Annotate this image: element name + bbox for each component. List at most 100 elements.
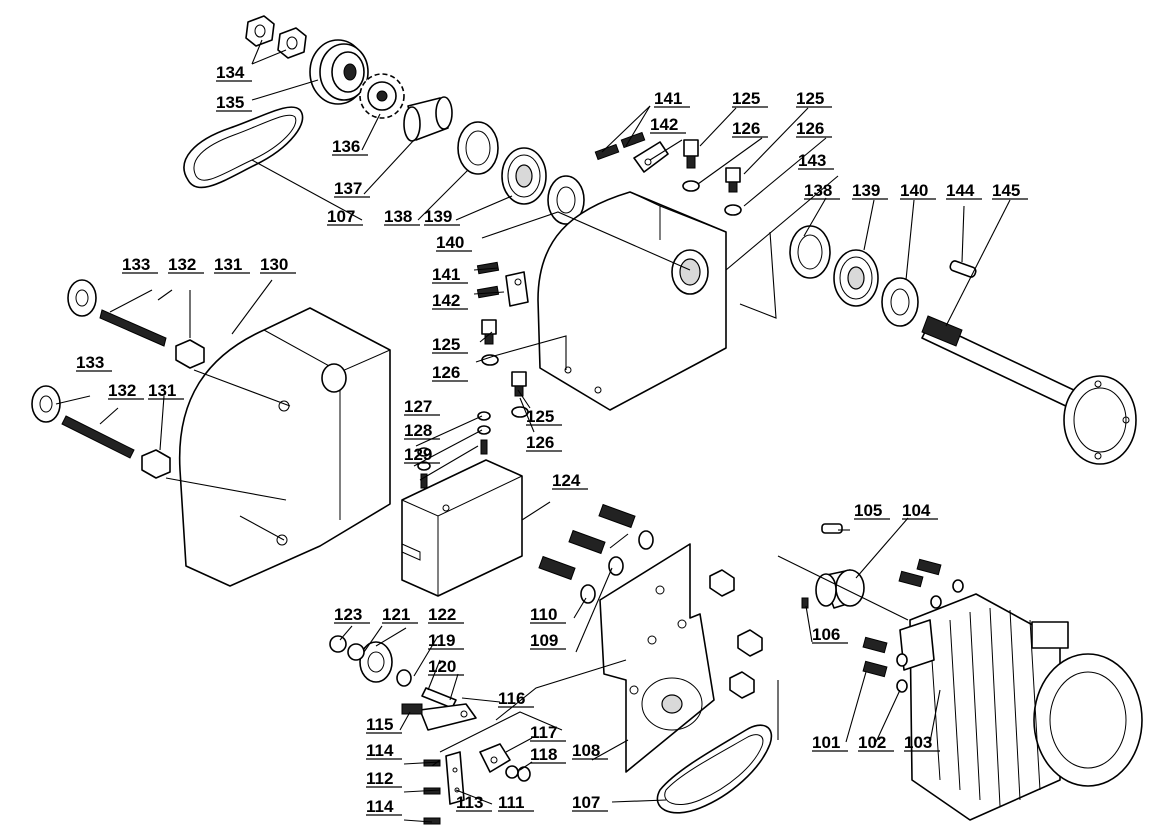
callout-125-b: 125: [796, 89, 824, 108]
callout-114-b: 114: [366, 797, 394, 816]
callout-129: 129: [404, 445, 432, 464]
callout-120: 120: [428, 657, 456, 676]
callout-124: 124: [552, 471, 581, 490]
bolts-101: [862, 558, 942, 678]
fasteners-127-129: [417, 411, 491, 489]
clamp-142-upper: [633, 141, 669, 173]
callout-131-upper: 131: [214, 255, 242, 274]
callout-104: 104: [902, 501, 931, 520]
callout-125-c: 125: [432, 335, 460, 354]
callout-126-c: 126: [432, 363, 460, 382]
callout-105: 105: [854, 501, 882, 520]
callout-142-mid: 142: [432, 291, 460, 310]
callout-142-upper: 142: [650, 115, 678, 134]
bushing-137: [403, 96, 453, 142]
callout-115: 115: [366, 715, 393, 734]
washer-138-right: [789, 225, 831, 279]
pulley-135: [309, 39, 369, 105]
bolts-110: [538, 503, 636, 581]
callout-119: 119: [428, 631, 455, 650]
key-105: [821, 523, 843, 534]
nut-131-upper: [175, 339, 205, 369]
callout-131-lower: 131: [148, 381, 176, 400]
bearing-139-right: [833, 249, 879, 307]
callout-106: 106: [812, 625, 840, 644]
callout-102: 102: [858, 733, 886, 752]
callout-141-upper: 141: [654, 89, 682, 108]
callout-112: 112: [366, 769, 393, 788]
callout-132-lower: 132: [108, 381, 136, 400]
bracket-116: [419, 703, 477, 731]
pulley-121-122: [329, 635, 412, 687]
callout-139-right: 139: [852, 181, 880, 200]
callout-133-upper: 133: [122, 255, 150, 274]
bolt-125-mid-a: [481, 319, 499, 366]
callout-118: 118: [530, 745, 557, 764]
callout-141-mid: 141: [432, 265, 460, 284]
nut-134-a: [245, 15, 275, 47]
washer-133-upper: [67, 279, 97, 317]
drive-belt-lower: [656, 724, 773, 814]
callout-128: 128: [404, 421, 432, 440]
bolt-132-lower: [61, 415, 135, 459]
callout-111: 111: [498, 793, 525, 812]
callout-108: 108: [572, 741, 600, 760]
callout-139-upper: 139: [424, 207, 452, 226]
washer-138-upper: [457, 121, 499, 175]
callout-126-a: 126: [732, 119, 760, 138]
nut-134-b: [277, 27, 307, 59]
callout-122: 122: [428, 605, 456, 624]
callout-137: 137: [334, 179, 362, 198]
screws-112-114: [423, 759, 441, 825]
callout-138-upper: 138: [384, 207, 412, 226]
drive-belt-upper: [183, 106, 304, 189]
washer-133-lower: [31, 385, 61, 423]
motor-103: [899, 593, 1143, 821]
callout-103: 103: [904, 733, 932, 752]
block-111: [479, 743, 511, 773]
callout-125-a: 125: [732, 89, 760, 108]
callout-136: 136: [332, 137, 360, 156]
bolt-125-upper-a: [682, 139, 700, 192]
mounting-plate-108: [599, 543, 715, 773]
callout-140-upper: 140: [436, 233, 464, 252]
nut-131-lower: [141, 449, 171, 479]
set-screw-106: [801, 597, 809, 609]
callout-107-upper: 107: [327, 207, 355, 226]
callout-107-lower: 107: [572, 793, 600, 812]
callout-123: 123: [334, 605, 362, 624]
callout-117: 117: [530, 723, 557, 742]
key-144: [949, 260, 977, 278]
clamp-142-mid: [505, 271, 529, 307]
sprocket-136: [359, 73, 405, 119]
nuts-plate: [709, 569, 763, 699]
callout-126-d: 126: [526, 433, 554, 452]
block-124: [401, 459, 523, 597]
callout-126-b: 126: [796, 119, 824, 138]
nut-117-118: [505, 765, 531, 782]
washer-140-right: [881, 277, 919, 327]
callout-135: 135: [216, 93, 244, 112]
callout-116: 116: [498, 689, 525, 708]
callout-140-right: 140: [900, 181, 928, 200]
callout-132-upper: 132: [168, 255, 196, 274]
callout-134: 134: [216, 63, 245, 82]
callout-110: 110: [530, 605, 557, 624]
callout-114-a: 114: [366, 741, 394, 760]
callout-127: 127: [404, 397, 432, 416]
callout-113: 113: [456, 793, 483, 812]
callout-143: 143: [798, 151, 826, 170]
gear-housing-143: [537, 191, 727, 411]
washers-109: [580, 530, 654, 604]
callout-labels: 134 135 136 137 107 138 139 140 141 142 …: [76, 63, 1028, 816]
callout-130: 130: [260, 255, 288, 274]
bolt-125-upper-b: [724, 167, 742, 216]
callout-138-right: 138: [804, 181, 832, 200]
callout-133-lower: 133: [76, 353, 104, 372]
bearing-139-upper: [501, 147, 547, 205]
callout-101: 101: [812, 733, 840, 752]
pulley-104: [815, 569, 865, 609]
callout-109: 109: [530, 631, 558, 650]
cover-130: [178, 307, 391, 587]
